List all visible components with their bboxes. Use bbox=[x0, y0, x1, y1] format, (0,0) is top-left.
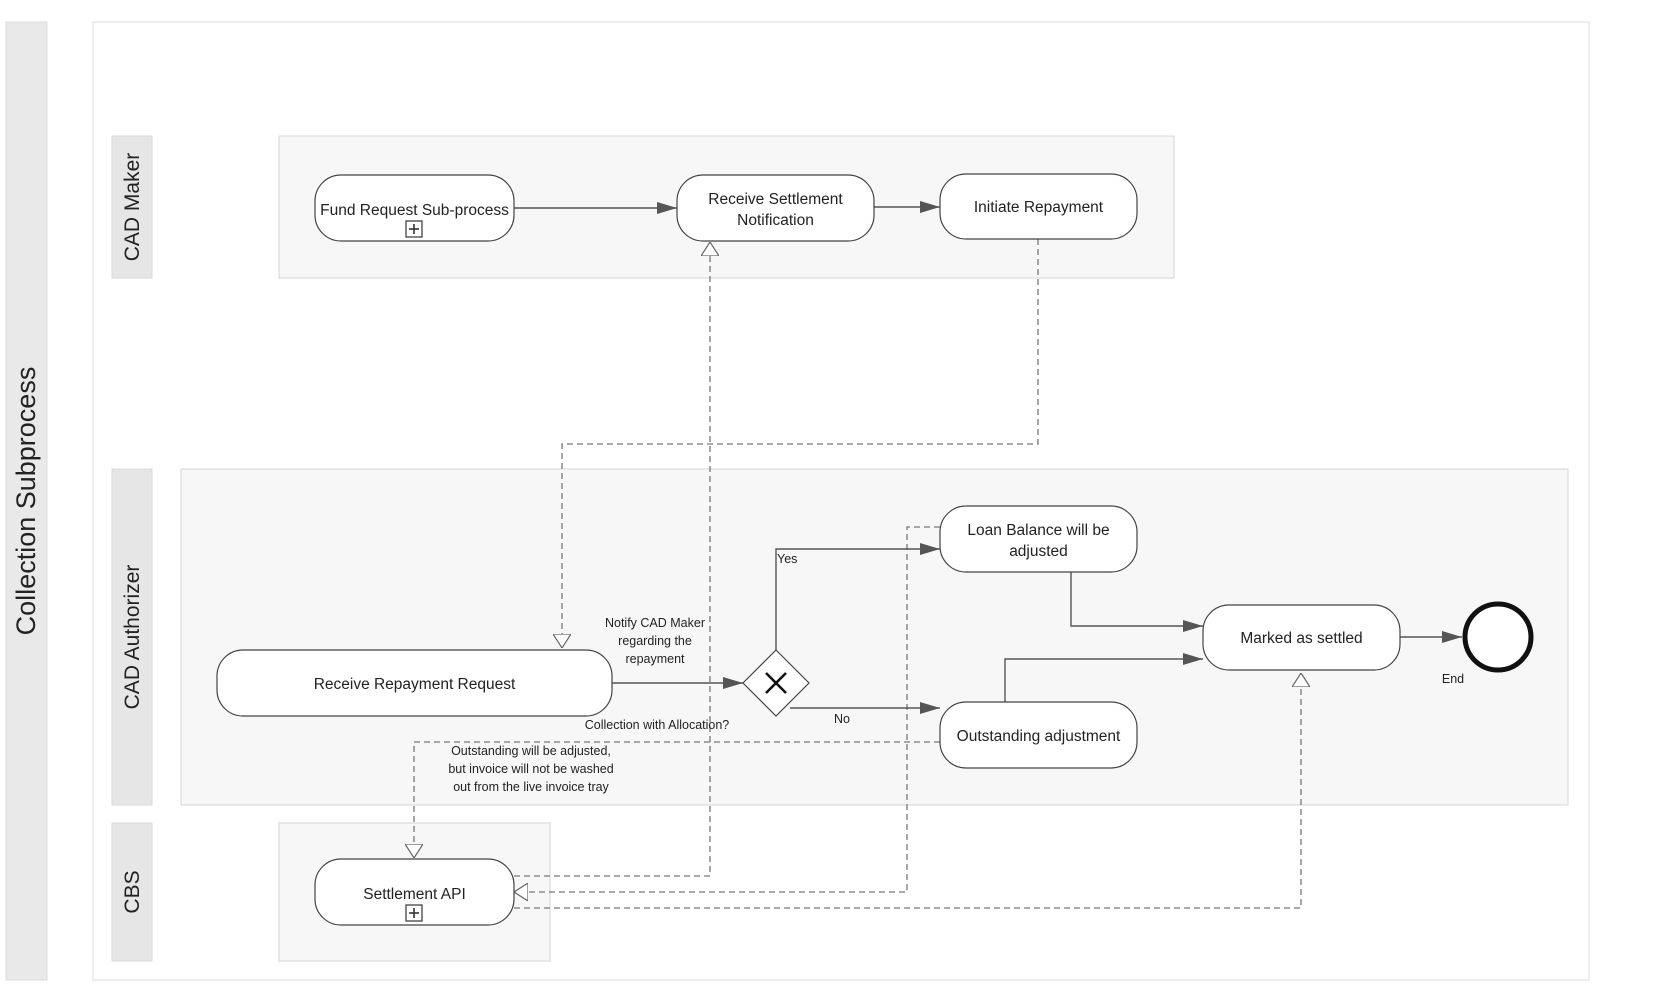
pool-header bbox=[5, 21, 48, 981]
task-label-line-2: Notification bbox=[737, 212, 814, 229]
task-settlement-api[interactable]: Settlement API bbox=[314, 858, 515, 926]
flow-gateway-yes bbox=[775, 543, 940, 650]
lane-label-cad-authorizer: CAD Authorizer bbox=[121, 565, 144, 710]
task-label: Settlement API bbox=[363, 886, 466, 903]
task-label: Marked as settled bbox=[1240, 630, 1362, 647]
subprocess-marker-icon bbox=[405, 904, 423, 922]
task-marked-as-settled[interactable]: Marked as settled bbox=[1202, 604, 1401, 671]
lane-tab-cad-maker bbox=[111, 135, 153, 279]
svg-text:Notify CAD Maker: Notify CAD Maker bbox=[605, 616, 705, 630]
svg-text:regarding the: regarding the bbox=[618, 634, 692, 648]
svg-text:but invoice will not be washed: but invoice will not be washed bbox=[448, 762, 613, 776]
flow-loan-balance-to-settlement-api bbox=[514, 526, 940, 892]
label-no: No bbox=[834, 712, 850, 726]
gateway-collection-with-allocation[interactable] bbox=[742, 649, 810, 717]
sequence-flows bbox=[514, 201, 1462, 714]
task-outstanding-adjustment[interactable]: Outstanding adjustment bbox=[939, 701, 1138, 769]
task-label: Outstanding adjustment bbox=[957, 728, 1121, 745]
flow-loan-to-marked bbox=[1070, 572, 1203, 632]
pool-title: Collection Subprocess bbox=[11, 367, 41, 636]
subprocess-marker-icon bbox=[405, 220, 423, 238]
task-label: Receive Repayment Request bbox=[314, 676, 516, 693]
task-label: Fund Request Sub-process bbox=[320, 202, 509, 219]
end-event[interactable] bbox=[1462, 601, 1534, 673]
lane-tab-cbs bbox=[111, 822, 153, 962]
task-initiate-repayment[interactable]: Initiate Repayment bbox=[939, 173, 1138, 240]
svg-text:out from the live invoice tray: out from the live invoice tray bbox=[453, 780, 609, 794]
lane-tab-cad-authorizer bbox=[111, 468, 153, 806]
task-label-line-1: Receive Settlement bbox=[708, 191, 843, 208]
task-label: Initiate Repayment bbox=[974, 199, 1104, 216]
message-flows bbox=[414, 239, 1301, 909]
task-receive-repayment-request[interactable]: Receive Repayment Request bbox=[216, 649, 613, 717]
flow-outstanding-to-marked bbox=[1004, 653, 1203, 702]
task-loan-balance-adjusted[interactable]: Loan Balance will be adjusted bbox=[939, 505, 1138, 573]
flow-settlement-api-to-receive-settlement bbox=[514, 242, 710, 877]
task-label-line-1: Loan Balance will be bbox=[967, 522, 1109, 539]
flow-settlement-api-to-marked-settled bbox=[514, 673, 1301, 909]
annotation-notify-cad-maker: Notify CAD Maker regarding the repayment bbox=[605, 616, 705, 666]
svg-text:repayment: repayment bbox=[625, 652, 685, 666]
task-fund-request-subprocess[interactable]: Fund Request Sub-process bbox=[314, 174, 515, 242]
end-event-label: End bbox=[1442, 672, 1464, 686]
label-yes: Yes bbox=[777, 552, 797, 566]
annotation-outstanding-adjusted: Outstanding will be adjusted, but invoic… bbox=[448, 744, 613, 794]
task-label-line-2: adjusted bbox=[1009, 543, 1068, 560]
exclusive-x-icon bbox=[765, 672, 787, 694]
label-collection-with-allocation: Collection with Allocation? bbox=[585, 718, 730, 732]
flow-initiate-to-receive-repayment bbox=[562, 239, 1039, 648]
flow-outstanding-to-settlement-api bbox=[414, 741, 940, 858]
lane-label-cbs: CBS bbox=[121, 870, 144, 913]
lane-label-cad-maker: CAD Maker bbox=[121, 153, 144, 262]
task-receive-settlement-notification[interactable]: Receive Settlement Notification bbox=[676, 174, 875, 242]
svg-text:Outstanding will be adjusted,: Outstanding will be adjusted, bbox=[451, 744, 611, 758]
